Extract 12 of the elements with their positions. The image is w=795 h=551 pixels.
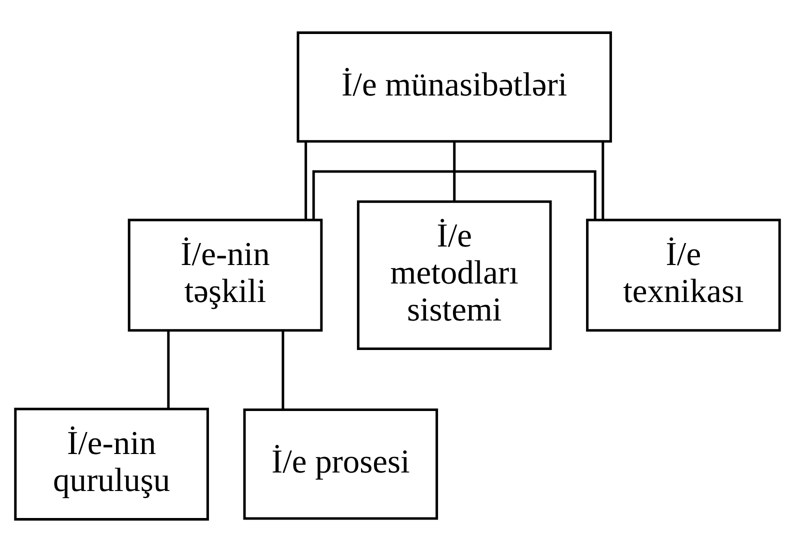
node-box: İ/e texnikası <box>586 218 781 332</box>
connector <box>282 330 284 409</box>
connector <box>453 140 456 201</box>
node-box: İ/e-nin təşkili <box>128 218 323 332</box>
node-box: İ/e metodları sistemi <box>356 200 552 350</box>
connector <box>167 330 170 408</box>
connector <box>602 140 604 220</box>
node-box: İ/e münasibətləri <box>296 30 612 142</box>
connector <box>304 140 308 220</box>
node-box: İ/e prosesi <box>243 408 438 520</box>
node-box: İ/e-nin quruluşu <box>14 407 209 520</box>
connector <box>312 170 596 220</box>
